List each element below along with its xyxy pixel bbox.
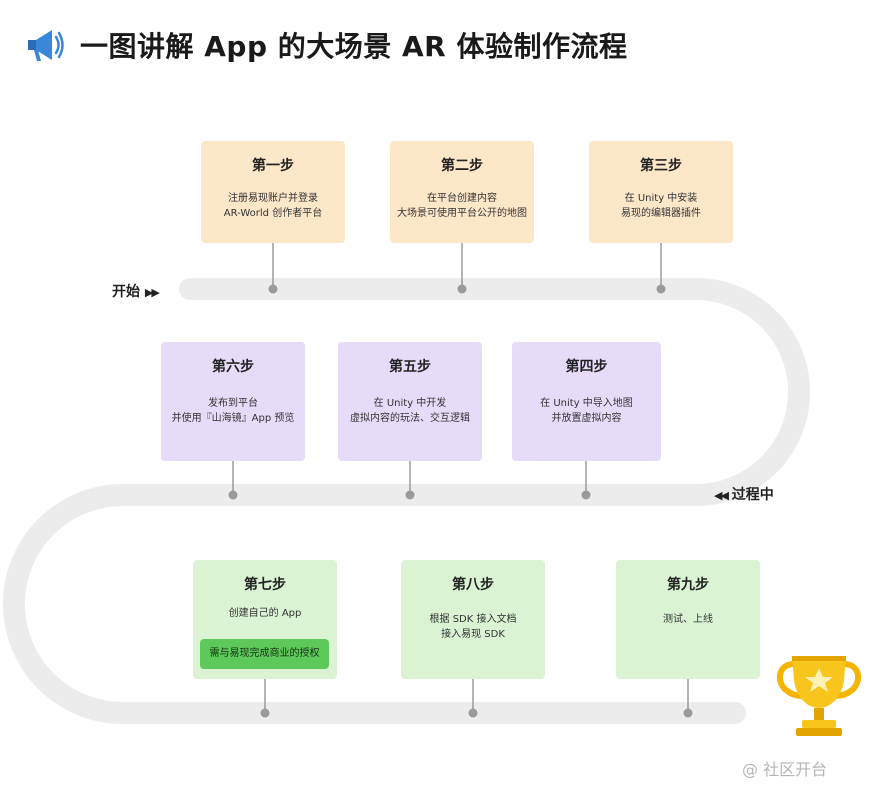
step-line: 发布到平台 [208,398,258,409]
step-description: 在 Unity 中开发 虚拟内容的玩法、交互逻辑 [338,396,482,426]
step-card-7: 第七步 创建自己的 App 需与易现完成商业的授权 [193,560,337,679]
step-line: 在 Unity 中开发 [373,398,447,409]
step-line: 虚拟内容的玩法、交互逻辑 [350,413,470,424]
megaphone-icon [28,30,64,61]
start-label: 开始 ▶▶ [112,281,160,301]
footer-watermark: @ 社区开台 [742,760,828,779]
step-title: 第一步 [252,158,294,174]
step-card-5: 第五步 在 Unity 中开发 虚拟内容的玩法、交互逻辑 [338,342,482,461]
step-card-6: 第六步 发布到平台 并使用『山海镜』App 预览 [161,342,305,461]
process-label: ◀◀ 过程中 [714,484,774,504]
step-title: 第四步 [565,359,608,375]
step-title: 第八步 [452,577,494,593]
track-node [656,284,666,294]
track-node [468,708,478,718]
track-node [457,284,467,294]
step-card-3: 第三步 在 Unity 中安装 易现的编辑器插件 [589,141,733,243]
step-line: 在平台创建内容 [427,193,497,204]
step-title: 第五步 [389,359,431,375]
track-node [260,708,270,718]
page-header: 一图讲解 App 的大场景 AR 体验制作流程 [22,20,627,70]
step-description: 注册易现账户并登录 AR-World 创作者平台 [201,191,345,221]
step-line: 易现的编辑器插件 [621,208,701,219]
trophy-icon [776,656,862,736]
step-line: AR-World 创作者平台 [223,208,323,219]
step-line: 测试、上线 [663,614,713,625]
track-node [268,284,278,294]
step-card-1: 第一步 注册易现账户并登录 AR-World 创作者平台 [201,141,345,243]
step-description: 根据 SDK 接入文档 接入易现 SDK [401,612,545,642]
step-description: 在 Unity 中安装 易现的编辑器插件 [589,191,733,221]
step-card-2: 第二步 在平台创建内容 大场景可使用平台公开的地图 [390,141,534,243]
step-line: 并使用『山海镜』App 预览 [171,413,295,424]
step-description: 创建自己的 App [193,606,337,621]
play-arrows-icon: ▶▶ [144,286,160,299]
step-title: 第二步 [441,158,483,174]
track-node [683,708,693,718]
step-title: 第六步 [212,359,254,375]
step-line: 接入易现 SDK [441,629,505,640]
step-description: 发布到平台 并使用『山海镜』App 预览 [161,396,305,426]
step-line: 注册易现账户并登录 [228,193,318,204]
rewind-arrows-icon: ◀◀ [714,489,729,502]
step-description: 测试、上线 [616,612,760,627]
step-line: 在 Unity 中导入地图 [540,398,633,409]
step-line: 大场景可使用平台公开的地图 [397,208,527,219]
step-card-9: 第九步 测试、上线 [616,560,760,679]
step-line: 并放置虚拟内容 [551,413,622,424]
process-label-text: 过程中 [731,487,774,503]
step-title: 第七步 [244,577,286,593]
step-description: 在平台创建内容 大场景可使用平台公开的地图 [390,191,534,221]
track-node [228,490,238,500]
step-description: 在 Unity 中导入地图 并放置虚拟内容 [512,396,661,426]
step-card-8: 第八步 根据 SDK 接入文档 接入易现 SDK [401,560,545,679]
step-title: 第九步 [667,577,709,593]
step-card-4: 第四步 在 Unity 中导入地图 并放置虚拟内容 [512,342,661,461]
authorization-note-badge: 需与易现完成商业的授权 [200,639,329,669]
step-line: 创建自己的 App [228,608,302,619]
track-node [405,490,415,500]
step-line: 根据 SDK 接入文档 [429,614,517,625]
step-title: 第三步 [640,158,682,174]
step-line: 在 Unity 中安装 [624,193,698,204]
track-node [581,490,591,500]
page-title: 一图讲解 App 的大场景 AR 体验制作流程 [80,30,628,63]
start-label-text: 开始 [112,284,140,300]
track-path [3,278,810,724]
